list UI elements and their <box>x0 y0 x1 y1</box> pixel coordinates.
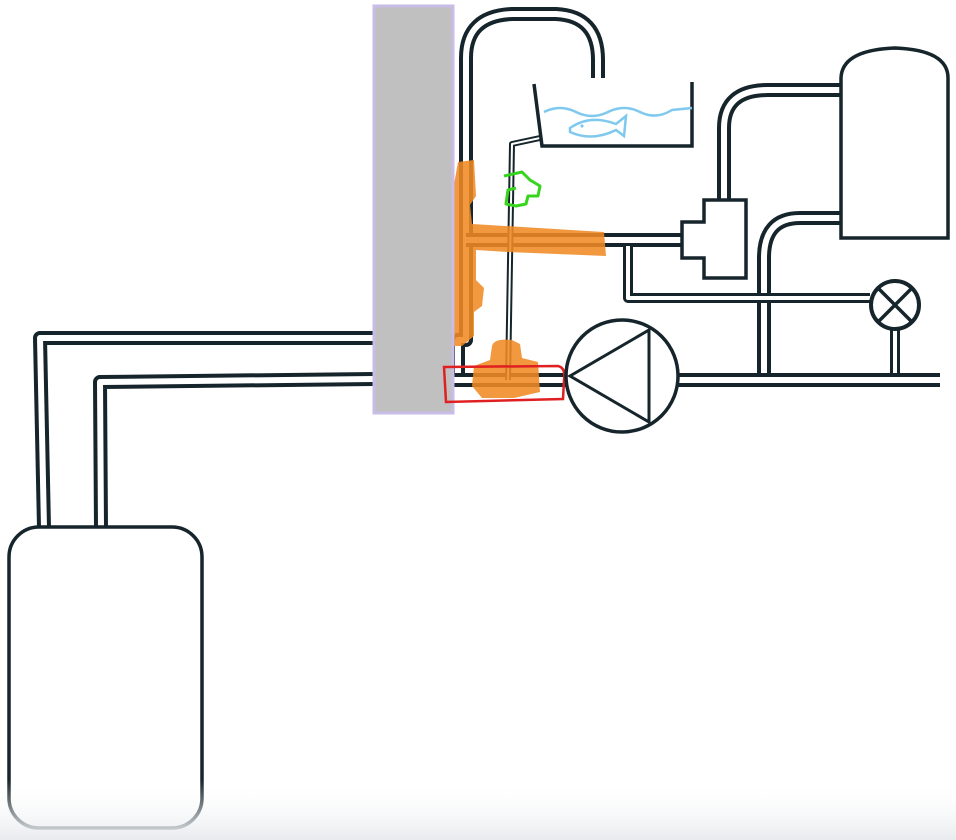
pipe-control-line <box>623 246 870 303</box>
storage-tank-right <box>839 46 950 240</box>
pipe-tank-down <box>757 211 842 378</box>
water-line <box>543 106 693 118</box>
orange-highlight <box>452 160 606 398</box>
wall-section <box>372 4 455 415</box>
pump-triangle-icon <box>567 327 651 425</box>
red-highlight <box>442 364 566 404</box>
drip-sketch <box>503 170 542 208</box>
close-icon <box>877 287 913 323</box>
pipe-network <box>33 7 940 529</box>
fish-icon <box>568 113 628 139</box>
valve <box>680 198 748 280</box>
pipe-thin-drain <box>505 135 541 381</box>
lamp-indicator <box>869 279 921 331</box>
pipe-valve-to-tank <box>717 83 842 200</box>
pipe-overhead-faucet <box>459 7 605 240</box>
fish-tank <box>532 82 694 148</box>
bottom-fade <box>0 780 956 840</box>
pipe-left-lower <box>93 372 375 529</box>
pipe-left-upper <box>33 331 374 529</box>
pump <box>564 318 680 434</box>
